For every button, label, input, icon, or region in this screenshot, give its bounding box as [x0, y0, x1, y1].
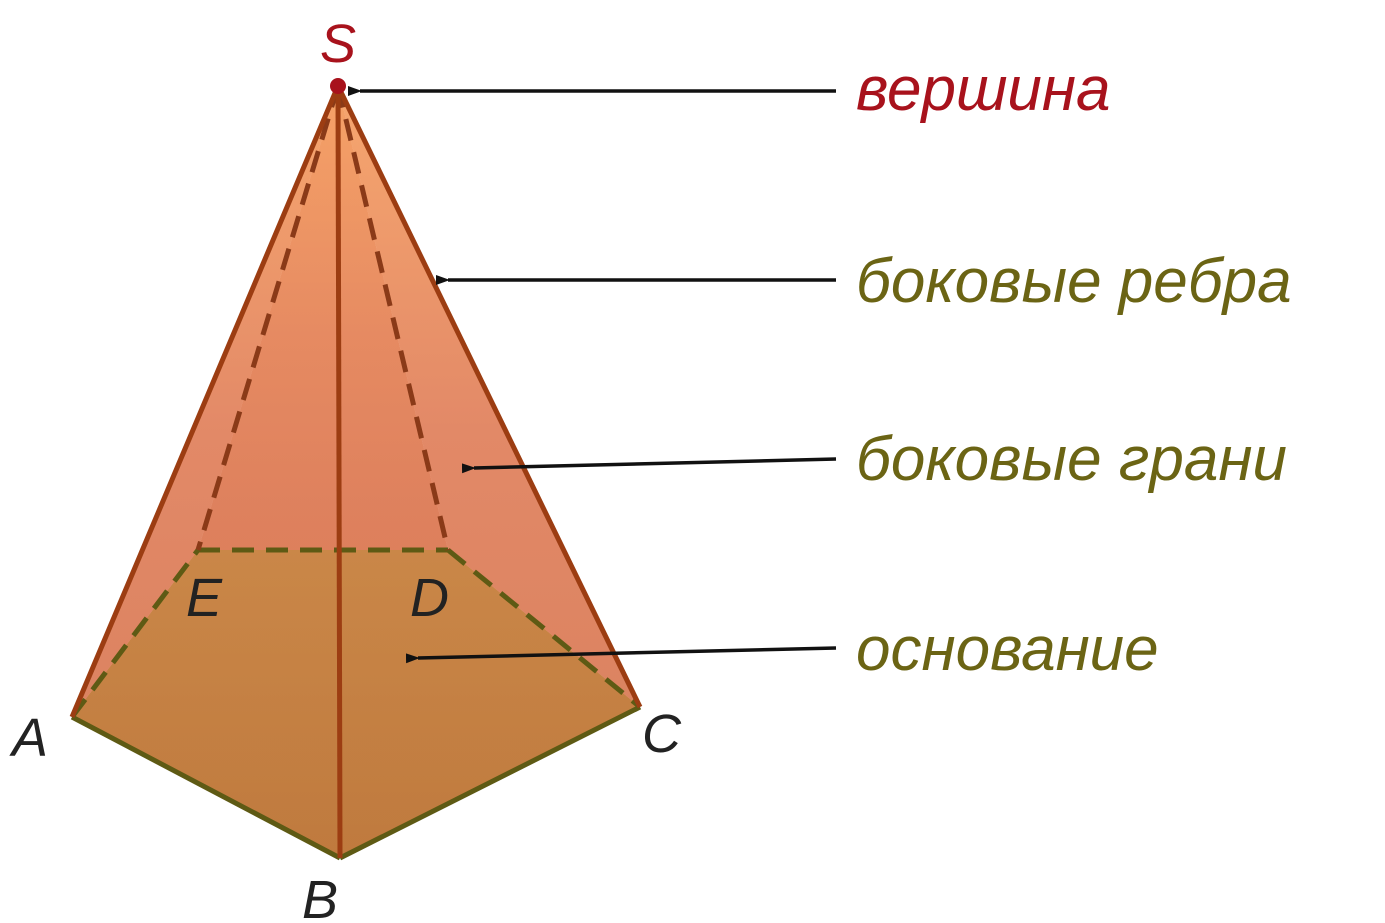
apex-dot: [330, 78, 346, 94]
vertex-label-c: C: [642, 704, 682, 764]
edge-ab: [70, 714, 342, 861]
arrow-lateral-faces: [461, 457, 837, 474]
hidden-edge-se: [195, 85, 341, 551]
term-lateral-faces: боковые грани: [856, 425, 1287, 494]
term-lateral-edges: боковые ребра: [856, 247, 1292, 316]
edge-sb: [335, 85, 343, 859]
vertex-label-s: S: [320, 14, 356, 74]
edge-sa: [69, 85, 341, 718]
hidden-edge-ae: [70, 548, 200, 719]
edge-sc: [335, 84, 643, 709]
vertex-label-b: B: [302, 870, 338, 923]
term-apex: вершина: [856, 55, 1111, 124]
vertex-label-d: D: [410, 568, 449, 628]
vertex-label-e: E: [186, 568, 223, 628]
edge-bc: [338, 704, 642, 861]
vertex-label-a: A: [9, 708, 48, 768]
hidden-edge-dc: [446, 548, 642, 709]
arrow-base: [405, 646, 837, 664]
term-base: основание: [856, 615, 1159, 684]
hidden-edge-sd: [335, 85, 451, 551]
